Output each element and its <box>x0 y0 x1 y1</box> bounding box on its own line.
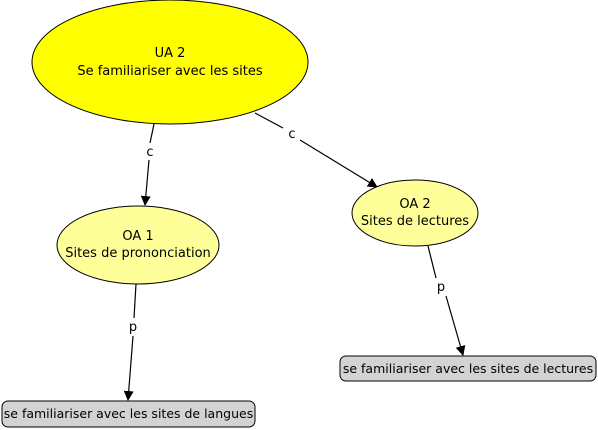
edge-label-p-right-to-resource <box>445 295 466 356</box>
concept-oa1-title: OA 1 <box>122 229 153 244</box>
resource-lectures-label: se familiariser avec les sites de lectur… <box>343 361 593 376</box>
resource-langues-box <box>1 400 256 428</box>
concept-oa2[interactable]: OA 2 Sites de lectures <box>351 179 479 247</box>
edge-label-c-left-to-oa1 <box>140 159 151 206</box>
concept-oa2-shape <box>351 179 479 247</box>
edge-label-p-left-to-resource <box>123 335 134 401</box>
edge-oa2-label-p-right <box>427 245 437 279</box>
link-label-c-ua2-oa2: c <box>288 127 295 142</box>
edge-label-c-right-to-oa2 <box>299 139 378 188</box>
edge-ua2-label-c-left <box>149 123 155 144</box>
concept-ua2-shape <box>31 0 309 125</box>
concept-oa1[interactable]: OA 1 Sites de prononciation <box>56 205 220 285</box>
concept-oa1-subtitle: Sites de prononciation <box>65 246 211 261</box>
concept-ua2-title: UA 2 <box>155 46 186 61</box>
concept-ua2-subtitle: Se familiariser avec les sites <box>77 64 263 79</box>
concept-oa2-subtitle: Sites de lectures <box>361 214 469 229</box>
link-label-c-ua2-oa1: c <box>146 145 153 160</box>
concept-oa2-title: OA 2 <box>399 197 430 212</box>
resource-lectures[interactable]: se familiariser avec les sites de lectur… <box>339 355 597 382</box>
resource-lectures-box <box>339 355 597 382</box>
edge-ua2-label-c-right <box>254 112 284 129</box>
link-label-p-oa1: p <box>129 320 137 335</box>
resource-langues-label: se familiariser avec les sites de langue… <box>4 406 253 421</box>
edge-oa1-label-p-left <box>133 283 137 319</box>
concept-oa1-shape <box>56 205 220 285</box>
resource-langues[interactable]: se familiariser avec les sites de langue… <box>1 400 256 428</box>
link-label-p-oa2: p <box>437 280 445 295</box>
concept-ua2[interactable]: UA 2 Se familiariser avec les sites <box>31 0 309 125</box>
